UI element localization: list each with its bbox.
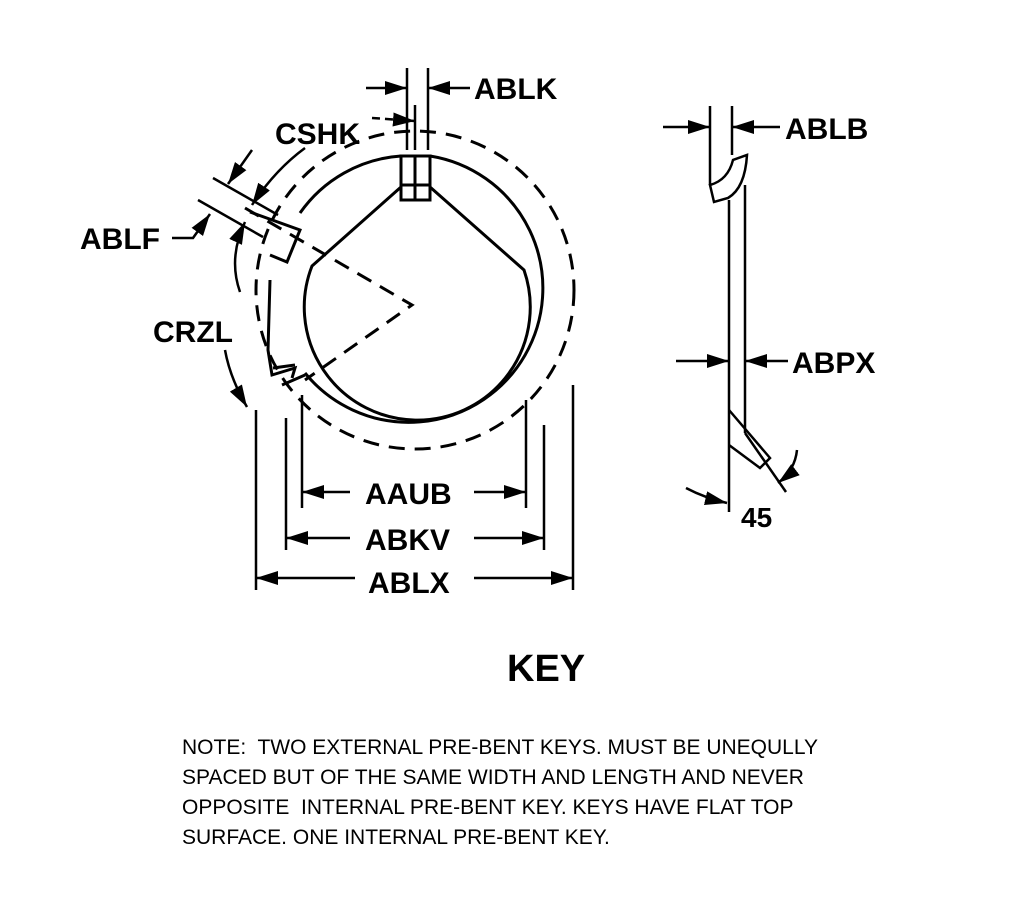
angle-label: 45	[741, 502, 772, 533]
ablf-label: ABLF	[80, 223, 160, 256]
front-view: ABLK CSHK ABLF CRZL AAUB ABKV ABLX	[80, 68, 576, 600]
outer-dashed-circle	[254, 129, 576, 451]
ring-outer-edge	[298, 154, 545, 424]
note-line: SPACED BUT OF THE SAME WIDTH AND LENGTH …	[182, 766, 804, 789]
ablx-label: ABLX	[368, 567, 450, 600]
abkv-label: ABKV	[365, 524, 450, 557]
center-lines	[244, 206, 415, 382]
crzl-label: CRZL	[153, 316, 233, 349]
cshk-label: CSHK	[275, 118, 360, 151]
side-view: ABLB ABPX 45	[663, 106, 875, 533]
note-text: NOTE: TWO EXTERNAL PRE-BENT KEYS. MUST B…	[182, 733, 1002, 853]
note-line: NOTE: TWO EXTERNAL PRE-BENT KEYS. MUST B…	[182, 736, 818, 759]
note-line: OPPOSITE INTERNAL PRE-BENT KEY. KEYS HAV…	[182, 796, 794, 819]
ablb-label: ABLB	[785, 113, 868, 146]
abpx-label: ABPX	[792, 347, 875, 380]
external-key-lower	[266, 279, 298, 379]
external-key-upper	[249, 210, 302, 264]
ring-bore	[302, 185, 532, 422]
ablk-label: ABLK	[474, 73, 558, 106]
note-line: SURFACE. ONE INTERNAL PRE-BENT KEY.	[182, 826, 610, 849]
drawing-title: KEY	[507, 648, 585, 690]
aaub-label: AAUB	[365, 478, 452, 511]
